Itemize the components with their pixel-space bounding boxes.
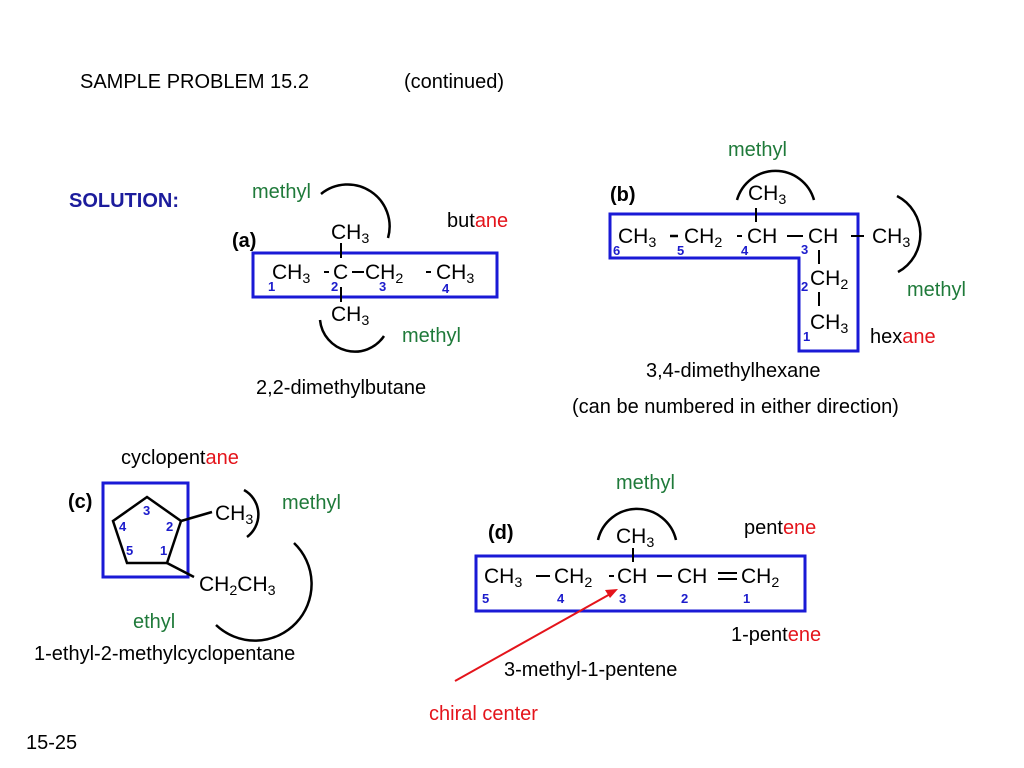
part-d-label: (d) xyxy=(488,522,514,544)
c-ring-number-4: 4 xyxy=(119,519,127,534)
d-top-branch-ch3: CH3 xyxy=(616,525,655,551)
b-c6-ch3: CH3 xyxy=(618,225,657,251)
d-c1-ch2: CH2 xyxy=(741,565,780,591)
d-c2-ch: CH xyxy=(677,565,708,588)
d-number-2: 2 xyxy=(681,591,689,606)
d-compound-name: 3-methyl-1-pentene xyxy=(504,659,678,681)
c-ethyl-label: ethyl xyxy=(133,611,176,633)
chiral-center-arrowhead xyxy=(605,589,618,598)
b-top-arc xyxy=(735,169,816,201)
solution-label: SOLUTION: xyxy=(69,190,179,212)
c-bond-methyl xyxy=(180,510,213,523)
a-c4-ch3: CH3 xyxy=(436,261,475,287)
b-parent-hexane: hexane xyxy=(870,326,936,348)
chiral-center-arrow xyxy=(454,592,613,682)
b-right-arc xyxy=(896,194,922,274)
part-a-label: (a) xyxy=(232,230,257,252)
a-number-2: 2 xyxy=(331,279,339,294)
d-alt-name-1-pentene: 1-pentene xyxy=(731,624,822,646)
d-number-1: 1 xyxy=(743,591,751,606)
a-bottom-arc xyxy=(318,319,386,353)
b-numbering-note: (can be numbered in either direction) xyxy=(572,396,899,418)
b-number-6: 6 xyxy=(613,243,621,258)
d-c5-ch3: CH3 xyxy=(484,565,523,591)
a-c3-ch2: CH2 xyxy=(365,261,404,287)
a-number-1: 1 xyxy=(268,279,276,294)
b-number-1: 1 xyxy=(803,329,811,344)
c-ring-number-3: 3 xyxy=(143,503,151,518)
d-number-3: 3 xyxy=(619,591,627,606)
b-c3-ch: CH xyxy=(808,225,839,248)
c-ring-box xyxy=(101,481,190,579)
a-top-arc xyxy=(320,183,391,239)
a-number-3: 3 xyxy=(379,279,387,294)
a-number-4: 4 xyxy=(442,281,450,296)
b-top-branch-ch3: CH3 xyxy=(748,182,787,208)
c-ring-number-1: 1 xyxy=(160,543,168,558)
c-parent-cyclopentane: cyclopentane xyxy=(121,447,239,469)
d-methyl-top-label: methyl xyxy=(616,472,675,494)
c-methyl-label: methyl xyxy=(282,492,341,514)
chiral-center-label: chiral center xyxy=(429,703,538,725)
b-number-3: 3 xyxy=(801,242,809,257)
c-methyl-arc xyxy=(243,488,260,539)
problem-title: SAMPLE PROBLEM 15.2 xyxy=(80,71,309,93)
d-number-5: 5 xyxy=(482,591,490,606)
part-b-label: (b) xyxy=(610,184,636,206)
part-c-label: (c) xyxy=(68,491,93,513)
b-compound-name: 3,4-dimethylhexane xyxy=(646,360,821,382)
d-top-arc xyxy=(596,507,678,541)
problem-continued: (continued) xyxy=(404,71,505,93)
a-chain-box xyxy=(251,251,499,299)
b-number-5: 5 xyxy=(677,243,685,258)
b-methyl-top-label: methyl xyxy=(728,139,787,161)
a-compound-name: 2,2-dimethylbutane xyxy=(256,377,427,399)
page-number: 15-25 xyxy=(26,732,78,754)
c-cyclopentane-ring xyxy=(111,495,183,565)
b-number-2: 2 xyxy=(801,279,809,294)
d-chain-box xyxy=(474,554,807,613)
c-ethyl-arc xyxy=(215,542,313,642)
d-parent-pentene: pentene xyxy=(744,517,817,539)
c-ring-number-5: 5 xyxy=(126,543,134,558)
c-methyl-ch3: CH3 xyxy=(215,502,254,528)
b-c4-ch: CH xyxy=(747,225,778,248)
a-c1-ch3: CH3 xyxy=(272,261,311,287)
a-methyl-top-label: methyl xyxy=(252,181,311,203)
b-chain-box xyxy=(608,212,860,353)
a-c2-c: C xyxy=(333,261,349,284)
c-bond-ethyl xyxy=(166,561,195,579)
b-number-4: 4 xyxy=(741,243,749,258)
b-c1-ch3: CH3 xyxy=(810,311,849,337)
d-c4-ch2: CH2 xyxy=(554,565,593,591)
d-number-4: 4 xyxy=(557,591,565,606)
a-parent-butane: butane xyxy=(447,210,509,232)
a-bottom-branch-ch3: CH3 xyxy=(331,303,370,329)
a-top-branch-ch3: CH3 xyxy=(331,221,370,247)
c-ethyl-ch2ch3: CH2CH3 xyxy=(199,573,276,599)
b-end-ch3: CH3 xyxy=(872,225,911,251)
a-methyl-bottom-label: methyl xyxy=(402,325,461,347)
b-methyl-right-label: methyl xyxy=(907,279,966,301)
c-ring-number-2: 2 xyxy=(166,519,174,534)
b-c5-ch2: CH2 xyxy=(684,225,723,251)
d-c3-ch: CH xyxy=(617,565,648,588)
c-compound-name: 1-ethyl-2-methylcyclopentane xyxy=(34,643,296,665)
b-c2-ch2: CH2 xyxy=(810,267,849,293)
